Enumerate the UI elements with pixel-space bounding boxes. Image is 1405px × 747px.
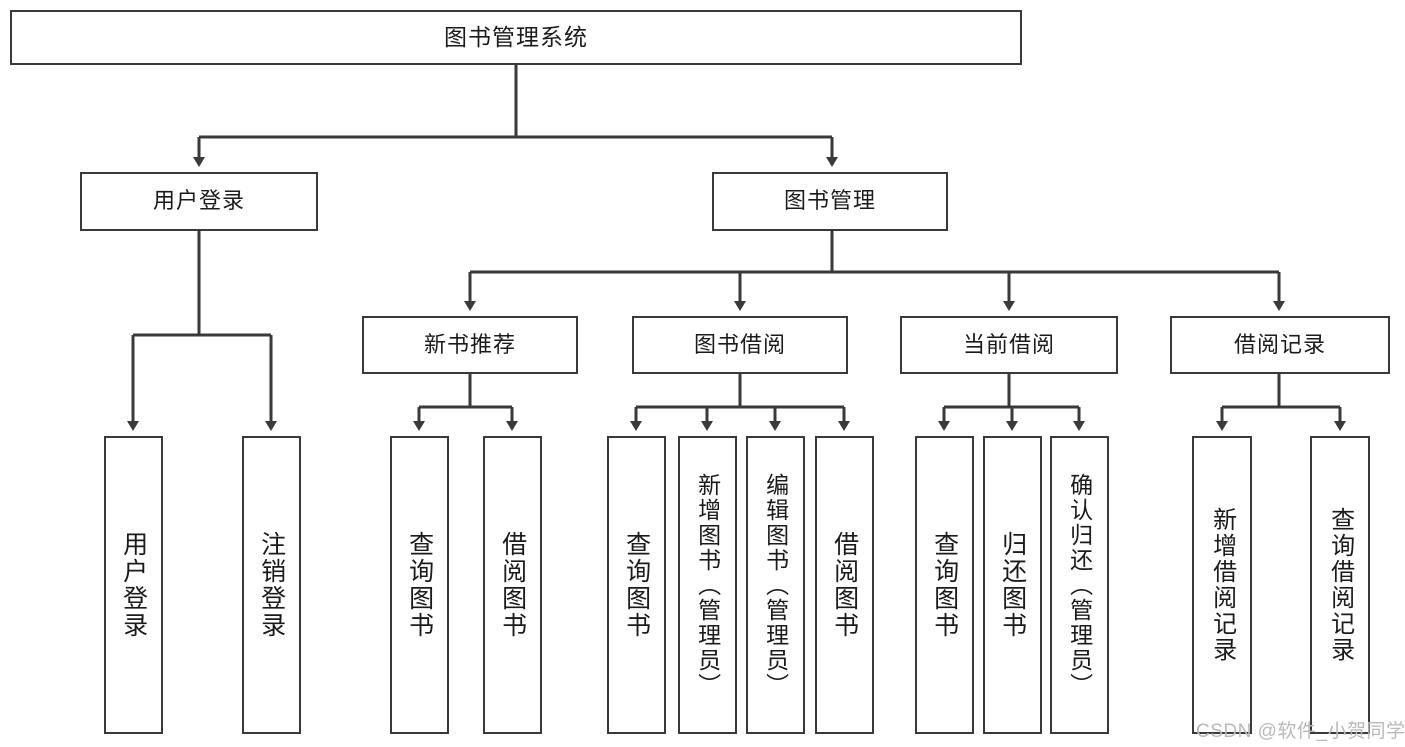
node-label: 编辑图书（管理员）	[762, 472, 789, 698]
leaf-search-book-current[interactable]: 查询图书	[915, 436, 974, 734]
node-label: 图书管理	[783, 188, 876, 214]
node-label: 用户登录	[119, 531, 148, 639]
node-label: 当前借阅	[962, 331, 1055, 357]
node-root-system[interactable]: 图书管理系统	[10, 10, 1022, 65]
leaf-search-book-borrow[interactable]: 查询图书	[607, 436, 666, 734]
node-label: 查询图书	[930, 531, 959, 639]
node-new-book-recommend[interactable]: 新书推荐	[362, 316, 578, 374]
node-label: 用户登录	[152, 188, 245, 214]
node-label: 借阅图书	[830, 531, 859, 639]
node-borrow-records[interactable]: 借阅记录	[1170, 316, 1390, 374]
node-label: 归还图书	[998, 531, 1027, 639]
leaf-return-book[interactable]: 归还图书	[983, 436, 1042, 734]
node-label: 查询图书	[622, 531, 651, 639]
node-label: 图书管理系统	[444, 23, 588, 50]
node-label: 查询借阅记录	[1326, 507, 1354, 663]
node-label: 查询图书	[405, 531, 434, 639]
node-label: 借阅记录	[1233, 331, 1326, 357]
leaf-add-borrow-record[interactable]: 新增借阅记录	[1192, 436, 1252, 734]
node-label: 新书推荐	[423, 331, 516, 357]
node-current-borrow[interactable]: 当前借阅	[900, 316, 1118, 374]
leaf-search-book-recommend[interactable]: 查询图书	[390, 436, 449, 734]
leaf-user-login[interactable]: 用户登录	[104, 436, 163, 734]
leaf-logout[interactable]: 注销登录	[242, 436, 301, 734]
node-label: 图书借阅	[693, 331, 786, 357]
leaf-borrow-book-recommend[interactable]: 借阅图书	[483, 436, 542, 734]
node-label: 新增借阅记录	[1208, 507, 1236, 663]
node-label: 确认归还（管理员）	[1066, 472, 1093, 698]
leaf-edit-book-admin[interactable]: 编辑图书（管理员）	[746, 436, 805, 734]
node-user-login[interactable]: 用户登录	[80, 172, 318, 231]
node-book-management[interactable]: 图书管理	[712, 172, 948, 231]
node-label: 借阅图书	[498, 531, 527, 639]
leaf-confirm-return-admin[interactable]: 确认归还（管理员）	[1050, 436, 1109, 734]
leaf-borrow-book[interactable]: 借阅图书	[815, 436, 874, 734]
csdn-watermark: CSDN @软件_小贺同学	[1196, 721, 1405, 742]
leaf-add-book-admin[interactable]: 新增图书（管理员）	[678, 436, 737, 734]
node-label: 新增图书（管理员）	[694, 472, 721, 698]
node-book-borrow[interactable]: 图书借阅	[632, 316, 848, 374]
node-label: 注销登录	[257, 531, 286, 639]
leaf-search-borrow-record[interactable]: 查询借阅记录	[1310, 436, 1370, 734]
